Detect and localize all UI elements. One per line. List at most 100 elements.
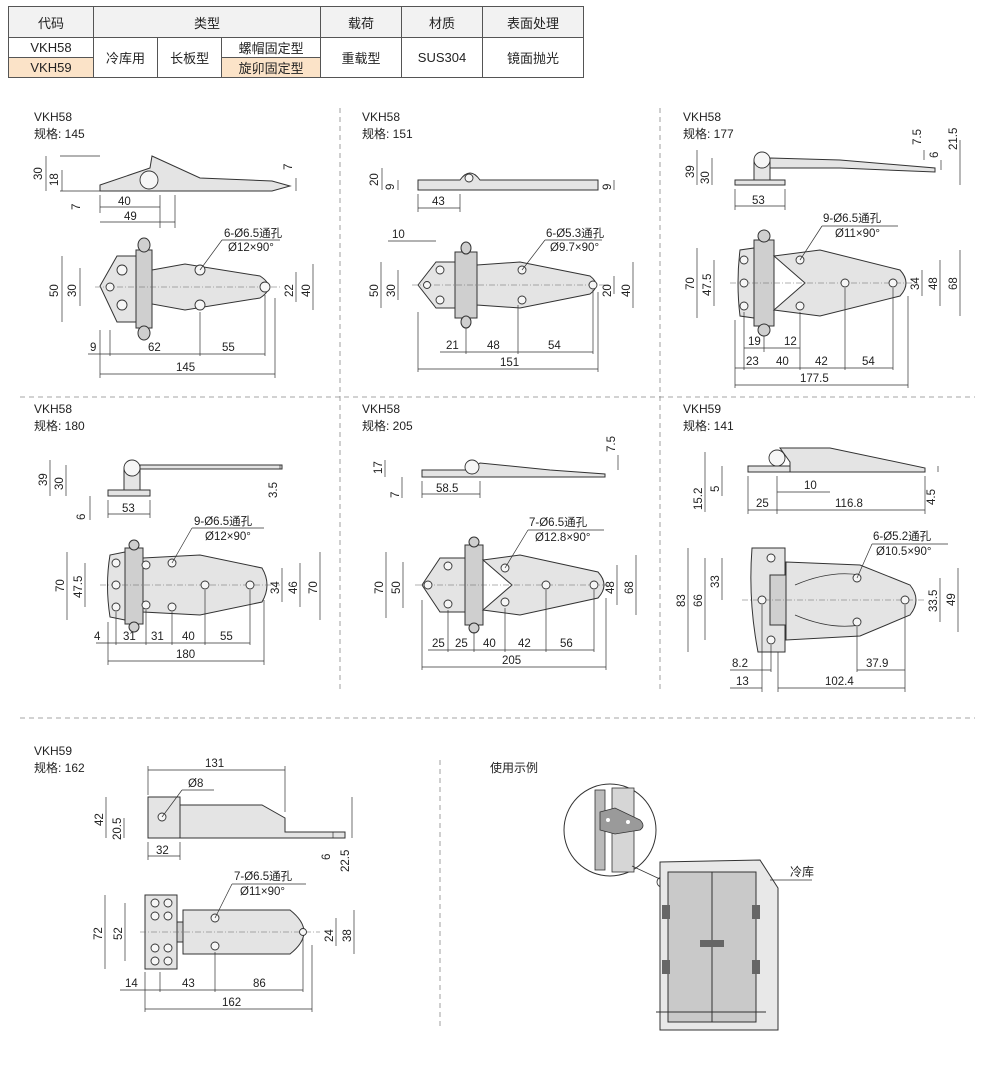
hole-sub: Ø10.5×90° [876, 546, 931, 558]
dim: 48 [487, 340, 500, 352]
dim: 7.5 [912, 129, 924, 145]
dim: 9 [90, 342, 96, 354]
dim: 37.9 [866, 658, 888, 670]
dim: 49 [124, 211, 137, 223]
type-long-plate: 长板型 [157, 37, 223, 78]
dim: 40 [301, 284, 313, 297]
dim: 19 [748, 336, 761, 348]
dim: 116.8 [835, 498, 863, 510]
dim: 15.2 [693, 488, 705, 510]
type-nut-fixed: 螺帽固定型 [221, 37, 321, 58]
dim: 9 [602, 184, 614, 190]
dim: 68 [948, 277, 960, 290]
dim: 49 [946, 593, 958, 606]
dim: 7.5 [606, 436, 618, 452]
panel-code: VKH58 [34, 110, 72, 124]
panel-205: VKH58 规格: 205 58.5 17 7 7.5 7-Ø6.5通孔 Ø12… [362, 402, 637, 670]
dim: 50 [49, 284, 61, 297]
dim: 50 [369, 284, 381, 297]
hole-note: 6-Ø5.3通孔 [546, 227, 605, 240]
dim: 5 [710, 486, 722, 492]
knuckle [124, 547, 144, 625]
type-cold-storage: 冷库用 [92, 37, 159, 78]
dim: 33.5 [928, 590, 940, 612]
dim: 68 [624, 581, 636, 594]
dim: 40 [483, 638, 496, 650]
dim: 86 [253, 978, 266, 990]
hole-note: 9-Ø6.5通孔 [823, 212, 882, 225]
finish-value: 镜面抛光 [482, 37, 584, 78]
dim: 83 [676, 594, 688, 607]
dim: 25 [756, 498, 769, 510]
panel-code: VKH58 [362, 110, 400, 124]
panel-code: VKH58 [362, 402, 400, 416]
panel-141: VKH59 规格: 141 15.2 5 10 25 116.8 4.5 6-Ø… [676, 402, 959, 692]
dim: 23 [746, 356, 759, 368]
panel-spec: 规格: 205 [362, 418, 413, 433]
panel-spec: 规格: 141 [683, 418, 734, 433]
dim: 42 [815, 356, 828, 368]
panel-code: VKH59 [683, 402, 721, 416]
dim: 10 [804, 480, 817, 492]
panel-145: VKH58 规格: 145 40 49 30 18 7 7 6-Ø6.5通孔 Ø… [33, 110, 314, 378]
side-view [99, 155, 292, 192]
panel-177: VKH58 规格: 177 53 39 30 7.5 6 21.5 9-Ø6.5… [683, 110, 961, 388]
side-leaf [179, 804, 346, 839]
dim: 40 [118, 196, 131, 208]
dim: 70 [685, 277, 697, 290]
dim: 33 [710, 575, 722, 588]
dim: 25 [455, 638, 468, 650]
dim: 47.5 [702, 274, 714, 296]
dim: 4 [94, 631, 101, 643]
dim: 70 [374, 581, 386, 594]
hole-sub: Ø12.8×90° [535, 532, 590, 544]
dim: 13 [736, 676, 749, 688]
dim: 40 [776, 356, 789, 368]
dim: 31 [151, 631, 164, 643]
dim: 180 [176, 649, 195, 661]
dim: 55 [220, 631, 233, 643]
hole-note: 7-Ø6.5通孔 [529, 516, 588, 529]
dim: 6 [76, 514, 88, 520]
dim: 30 [33, 167, 45, 180]
dim: 53 [122, 503, 135, 515]
dim: 52 [113, 927, 125, 940]
hole-sub: Ø11×90° [835, 228, 880, 240]
panel-spec: 规格: 162 [34, 760, 85, 775]
dim: 31 [123, 631, 136, 643]
dim: 21 [446, 340, 459, 352]
dim: 102.4 [825, 676, 854, 688]
usage-title: 使用示例 [490, 760, 538, 775]
dim: 40 [182, 631, 195, 643]
material-value: SUS304 [401, 37, 483, 78]
side-leaf [779, 447, 926, 473]
dim: 4.5 [926, 489, 938, 505]
dim: 162 [222, 997, 241, 1009]
dim: 20.5 [112, 818, 124, 840]
dim: 38 [342, 929, 354, 942]
dim: 10 [392, 229, 405, 241]
hole-note: 6-Ø5.2通孔 [873, 530, 932, 543]
dim: 34 [270, 581, 282, 594]
leaf-left [144, 894, 178, 970]
dim: 145 [176, 362, 195, 374]
dim: 72 [93, 927, 105, 940]
dim: 7 [71, 204, 83, 210]
dim: 3.5 [268, 482, 280, 498]
dim: 62 [148, 342, 161, 354]
load-heavy: 重载型 [320, 37, 402, 78]
panel-180: VKH58 规格: 180 53 39 30 6 3.5 9-Ø6.5通孔 Ø1… [34, 402, 321, 665]
dim: 30 [54, 477, 66, 490]
hole-sub: Ø9.7×90° [550, 242, 599, 254]
dim: 39 [38, 473, 50, 486]
hole-sub: Ø11×90° [240, 886, 285, 898]
panel-spec: 规格: 177 [683, 126, 734, 141]
dim: 20 [369, 173, 381, 186]
dim: 21.5 [948, 128, 960, 150]
dim: 30 [700, 171, 712, 184]
dim: 58.5 [436, 483, 458, 495]
dim: 42 [94, 813, 106, 826]
dim: 151 [500, 357, 519, 369]
side-leaf [139, 464, 283, 470]
